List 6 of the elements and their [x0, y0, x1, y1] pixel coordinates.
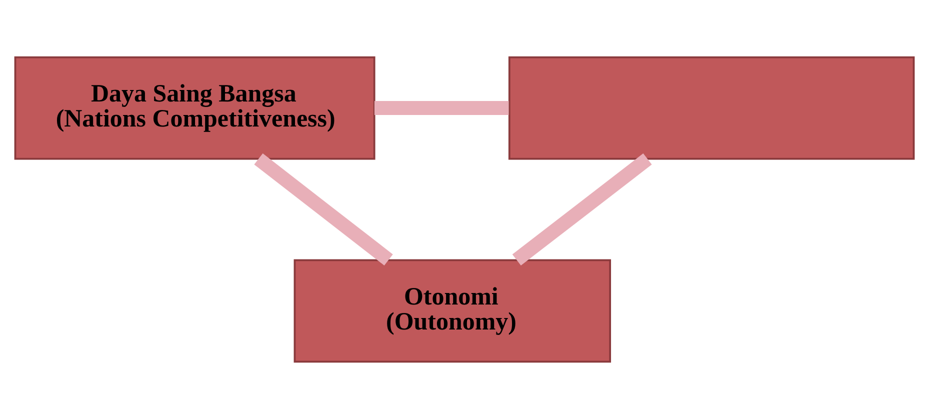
node-box: Otonomi (Outonomy) — [293, 258, 611, 362]
connector — [512, 152, 652, 265]
connector — [254, 152, 392, 265]
connector — [374, 100, 508, 115]
node-box — [508, 56, 914, 160]
node-box: Daya Saing Bangsa (Nations Competitiveness) — [14, 56, 375, 160]
